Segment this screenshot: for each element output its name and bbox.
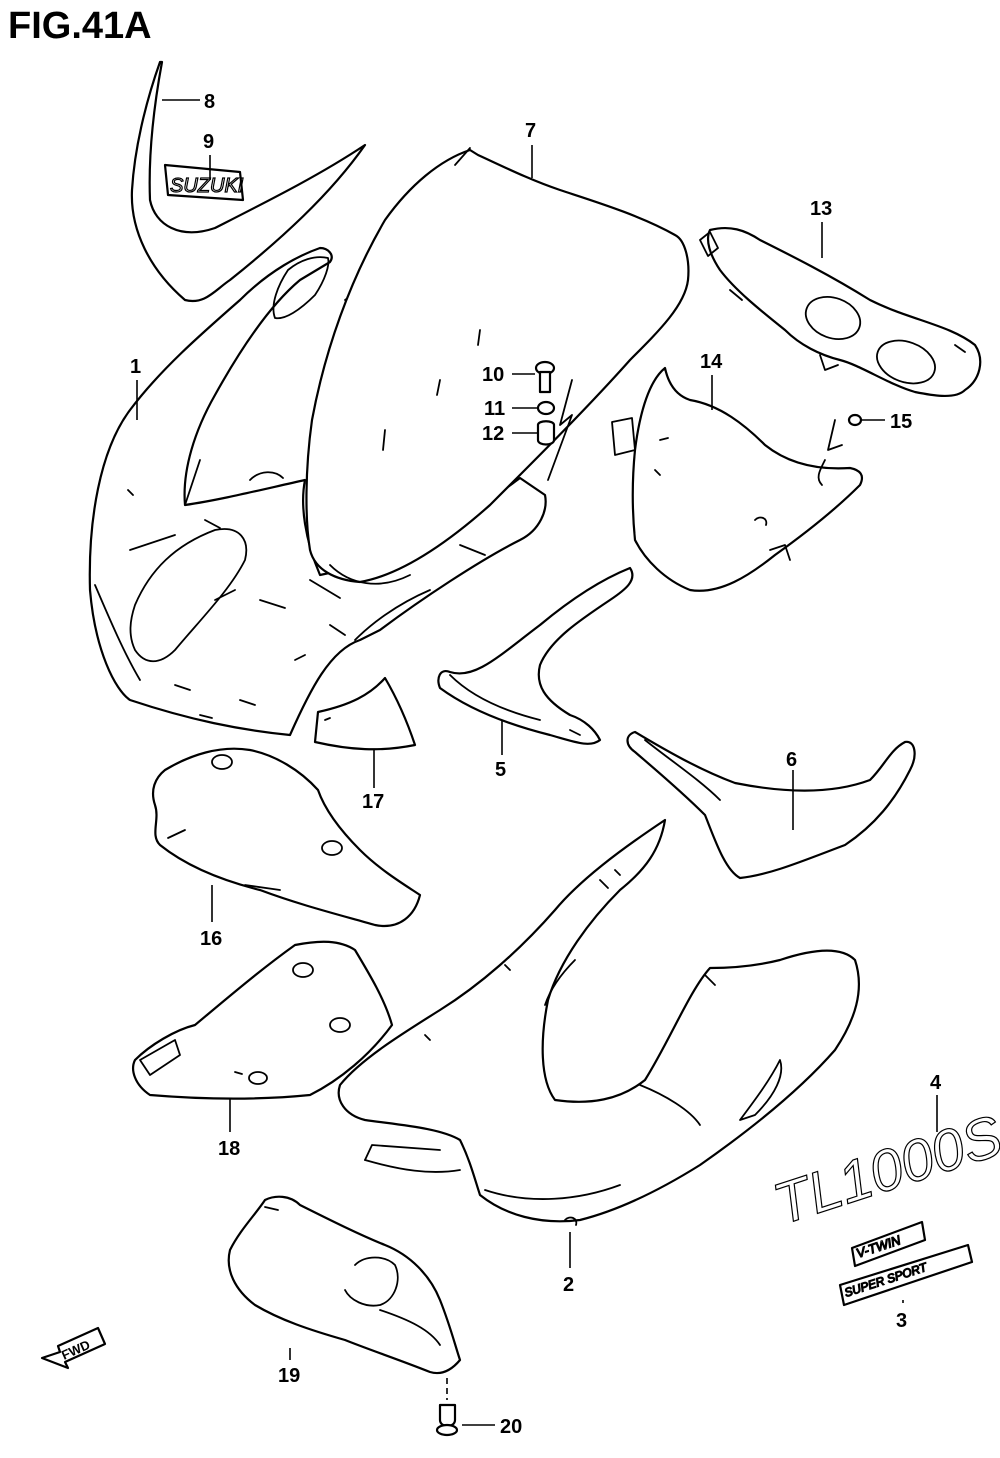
callout-16: 16 <box>200 928 222 950</box>
callout-8: 8 <box>204 91 215 113</box>
part-10-screw <box>534 360 556 394</box>
part-13-headlight-bracket <box>699 226 982 397</box>
callout-4: 4 <box>930 1072 942 1094</box>
part-5-inner-bracket <box>437 566 634 745</box>
part-12-nut <box>536 420 556 446</box>
part-7-windscreen <box>305 147 690 585</box>
callout-17: 17 <box>362 791 384 813</box>
callout-15: 15 <box>890 411 912 433</box>
callouts: 8 9 7 13 1 10 11 12 14 15 5 6 17 16 18 4 <box>130 91 942 1438</box>
part-9-suzuki-decal: SUZUKI <box>163 163 244 202</box>
part-6-side-cover <box>626 730 916 880</box>
suzuki-decal-text: SUZUKI <box>170 175 244 197</box>
part-15-screw <box>847 413 863 427</box>
callout-5: 5 <box>495 759 506 781</box>
callout-6: 6 <box>786 749 797 771</box>
part-3-sport-decals: V-TWIN SUPER SPORT <box>838 1220 974 1307</box>
callout-11: 11 <box>484 398 505 420</box>
callout-10: 10 <box>482 364 504 386</box>
callout-7: 7 <box>525 120 536 142</box>
callout-19: 19 <box>278 1365 300 1387</box>
figure-title: FIG.41A <box>8 5 152 47</box>
callout-20: 20 <box>500 1416 522 1438</box>
callout-13: 13 <box>810 198 832 220</box>
part-8-stripe <box>130 60 367 303</box>
model-decal-text: TL1000S <box>766 1103 1000 1238</box>
callout-2: 2 <box>563 1274 574 1296</box>
callout-9: 9 <box>203 131 214 153</box>
callout-3: 3 <box>896 1310 907 1332</box>
part-17-small-panel <box>313 676 417 751</box>
callout-12: 12 <box>482 423 504 445</box>
part-11-washer <box>536 400 556 416</box>
zigzag-leader-15 <box>827 419 843 451</box>
part-2-lower-cowling <box>337 818 860 1226</box>
part-4-model-decal: TL1000S <box>765 1102 1000 1238</box>
callout-1: 1 <box>130 356 141 378</box>
part-1-upper-cowling <box>88 246 547 737</box>
part-16-inner-panel <box>151 747 422 928</box>
fwd-label: FWD <box>59 1337 92 1363</box>
part-19-belly-pan <box>227 1195 462 1375</box>
fwd-arrow-icon: FWD <box>40 1326 107 1370</box>
callout-18: 18 <box>218 1138 240 1160</box>
part-18-under-panel <box>132 940 394 1100</box>
part-14-inner-cover <box>611 366 864 592</box>
zigzag-leader-10-12 <box>547 379 573 481</box>
part-20-screw <box>435 1403 459 1437</box>
callout-14: 14 <box>700 351 723 373</box>
